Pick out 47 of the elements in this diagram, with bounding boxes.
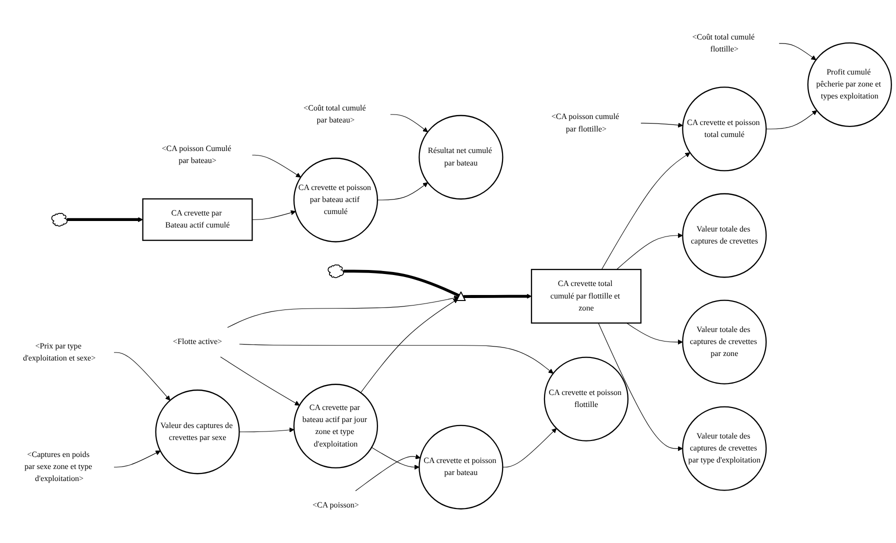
- node-text: <Coût total cumulé flottille>: [692, 33, 755, 54]
- node-circle: Valeur totale des captures de crevettes: [682, 193, 767, 278]
- node-text: <Prix par type d'exploitation et sexe>: [22, 342, 96, 363]
- node-circle: Valeur totale des captures de crevettes par zone: [682, 300, 767, 384]
- arrow: [371, 447, 420, 470]
- arrow: [502, 428, 557, 468]
- node-circle: Valeur totale des captures de crevettes par type d'exploitation: [682, 406, 767, 491]
- node-circle: CA crevette et poisson flottille: [544, 356, 629, 442]
- arrow: [377, 182, 428, 200]
- node-cloud: [328, 264, 344, 278]
- connector: [343, 270, 460, 298]
- node-text: <CA poisson>: [312, 501, 359, 510]
- node-circle: Profit cumulé pêcherie par zone et types exploitation: [807, 42, 892, 127]
- arrow: [601, 152, 690, 270]
- arrow: [360, 298, 458, 393]
- node-circle: CA crevette et poisson par bateau actif cumulé: [293, 158, 378, 242]
- node-box: CA crevette total cumulé par flottille et zone: [530, 268, 642, 324]
- node-cloud: [51, 212, 68, 227]
- node-circle: CA crevette et poisson par bateau: [418, 424, 504, 510]
- node-text: <Flotte active>: [172, 338, 222, 347]
- arrow: [227, 296, 460, 328]
- node-text: <CA poisson Cumulé par bateau>: [162, 144, 232, 166]
- arrow: [114, 352, 170, 401]
- node-text: <CA poisson cumulé par flottille>: [551, 112, 620, 134]
- node-circle: Valeur des captures de crevettes par sexe: [155, 390, 240, 474]
- arrow: [463, 294, 532, 299]
- arrow: [766, 110, 818, 130]
- arrow: [390, 114, 428, 132]
- arrow: [626, 322, 683, 345]
- node-circle: CA crevette et poisson total cumulé: [682, 86, 767, 172]
- arrow: [778, 43, 816, 60]
- arrow: [114, 450, 161, 468]
- arrow: [640, 122, 684, 128]
- arrow: [67, 217, 144, 222]
- node-text: <Captures en poids par sexe zone et type d'exploitation>: [24, 450, 92, 484]
- arrow: [252, 210, 296, 220]
- node-circle: CA crevette par bateau actif par jour zone et type d'exploitation: [293, 384, 378, 468]
- node-box: CA crevette par Bateau actif cumulé: [142, 198, 253, 241]
- arrow: [220, 356, 300, 406]
- arrow: [239, 344, 554, 374]
- arrow: [598, 322, 683, 452]
- node-text: <Coût total cumulé par bateau>: [304, 104, 366, 125]
- arrow: [616, 232, 683, 270]
- node-circle: Résultat net cumulé par bateau: [418, 114, 504, 200]
- arrow: [355, 454, 420, 492]
- arrow: [238, 427, 294, 432]
- arrow: [252, 154, 301, 178]
